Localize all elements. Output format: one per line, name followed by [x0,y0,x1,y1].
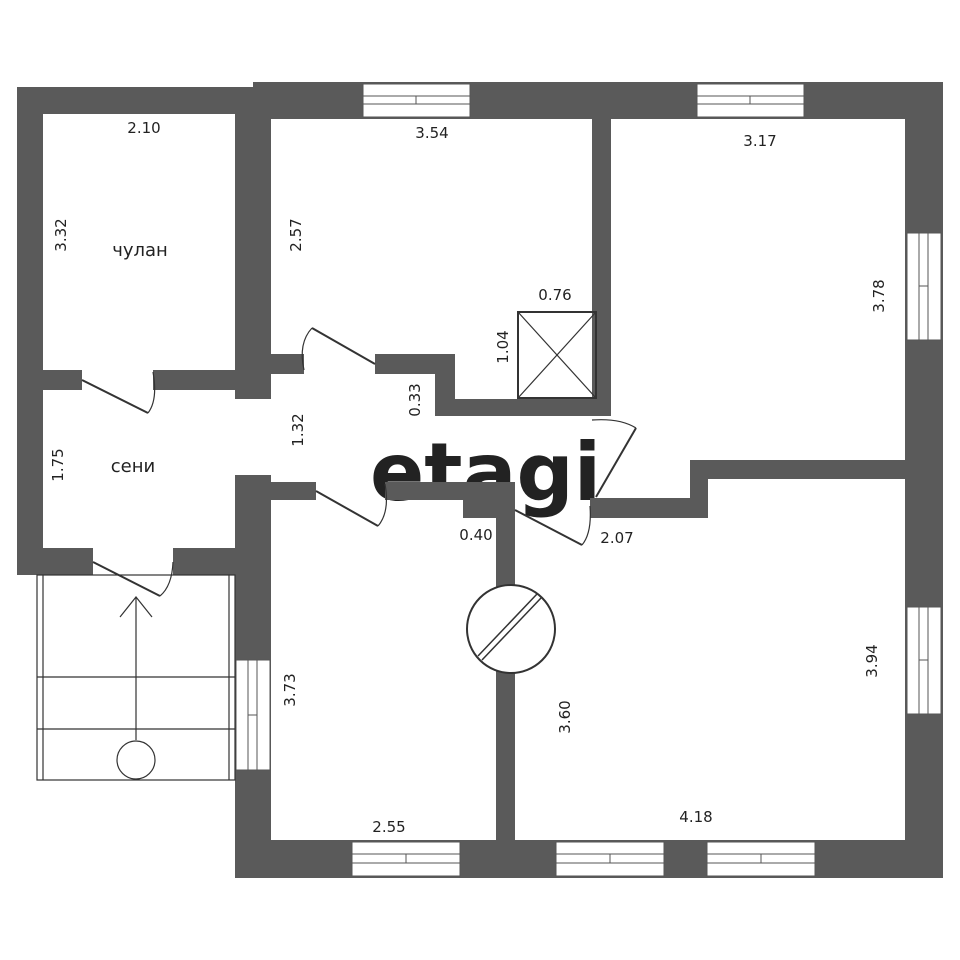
dim-top-middle-height: 2.57 [287,218,305,251]
dim-partition-gap: 0.40 [459,526,492,544]
window-left-lower [235,659,271,771]
dim-top-middle-width: 3.54 [415,124,448,142]
door-top-right [591,419,637,498]
window-bottom-3 [706,841,816,877]
door-chulan [81,371,156,414]
staircase-icon [36,574,236,781]
room-label-seni: сени [111,456,155,477]
dim-top-right-width: 3.17 [743,132,776,150]
door-lower-left [315,483,388,527]
dim-shaft-width: 0.76 [538,286,571,304]
stove-icon [466,584,556,674]
dim-bottom-left-width: 2.55 [372,818,405,836]
dim-shaft-height: 1.04 [494,330,512,363]
walls [17,82,943,878]
doors [81,327,637,597]
dim-seni-height: 1.75 [49,448,67,481]
window-top-2 [696,83,805,118]
dim-bottom-right-inner: 3.60 [556,700,574,733]
door-lower-right [514,505,591,546]
dim-bottom-right-height: 3.94 [863,644,881,677]
dim-bottom-right-width: 4.18 [679,808,712,826]
window-right-2 [906,606,942,715]
door-top-middle [301,327,376,371]
dim-hall-height: 1.32 [289,413,307,446]
window-top-1 [362,83,471,118]
window-right-1 [906,232,942,341]
dim-corridor-width: 2.07 [600,529,633,547]
ventilation-shaft-icon [517,311,597,399]
dim-corridor-step: 0.33 [406,383,424,416]
dim-chulan-width: 2.10 [127,119,160,137]
dim-top-right-height: 3.78 [870,279,888,312]
dim-bottom-left-height: 3.73 [281,673,299,706]
windows [235,83,942,877]
room-label-chulan: чулан [112,240,168,261]
window-bottom-2 [555,841,665,877]
window-bottom-1 [351,841,461,877]
dim-chulan-height: 3.32 [52,218,70,251]
door-entrance [92,561,174,597]
